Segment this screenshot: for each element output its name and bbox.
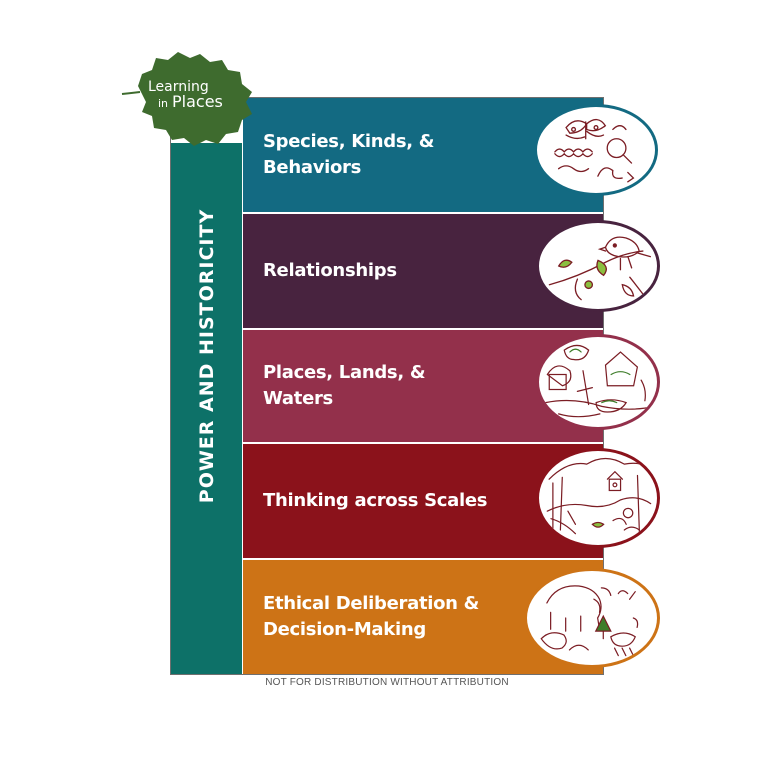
logo-text-learning: Learning: [148, 79, 209, 95]
attribution-note: NOT FOR DISTRIBUTION WITHOUT ATTRIBUTION: [265, 677, 509, 688]
band-label: Relationships: [263, 260, 397, 281]
places-illustration: [536, 334, 660, 430]
band-label: Thinking across Scales: [263, 490, 488, 511]
band-ethics: Ethical Deliberation & Decision-Making: [243, 560, 603, 674]
logo-text-in: in: [158, 97, 169, 110]
learning-in-places-logo: Learning in Places: [118, 48, 258, 148]
ethics-illustration: [524, 568, 660, 668]
power-historicity-bar: [171, 143, 242, 674]
band-label: Ethical Deliberation & Decision-Making: [263, 593, 480, 640]
scales-illustration: [536, 448, 660, 548]
logo-text-places: Places: [172, 92, 223, 111]
band-label: Species, Kinds, & Behaviors: [263, 131, 435, 178]
leaf-icon: [121, 52, 252, 146]
power-historicity-label: POWER AND HISTORICITY: [196, 208, 218, 504]
band-label: Places, Lands, & Waters: [263, 362, 426, 409]
species-illustration: [534, 104, 658, 196]
relationships-illustration: [536, 220, 660, 312]
band-places: Places, Lands, & Waters: [243, 330, 603, 442]
